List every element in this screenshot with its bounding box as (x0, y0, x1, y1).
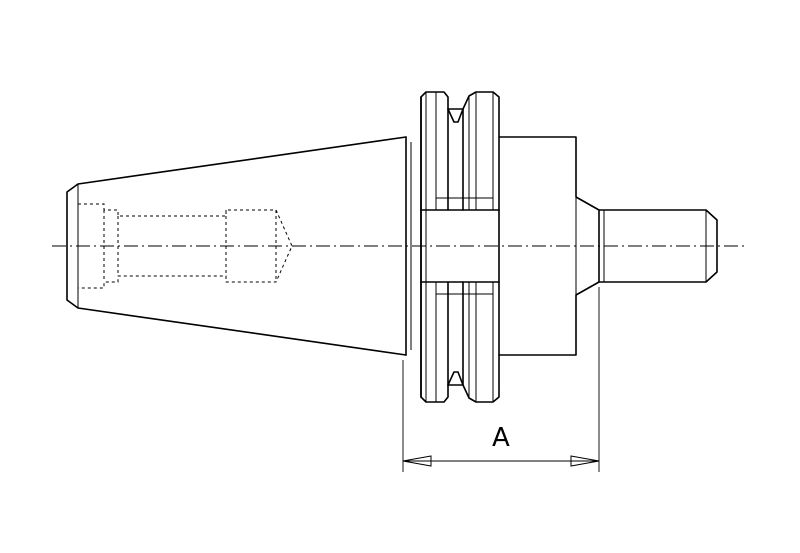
collar (498, 136, 600, 356)
arrowhead-right (570, 455, 600, 467)
taper-shank (66, 136, 412, 356)
arrowhead-left (402, 455, 432, 467)
dimension-a: A (402, 287, 600, 472)
dimension-label: A (492, 423, 510, 453)
spigot (598, 209, 718, 283)
flange (420, 91, 500, 403)
hidden-bore (78, 203, 293, 289)
